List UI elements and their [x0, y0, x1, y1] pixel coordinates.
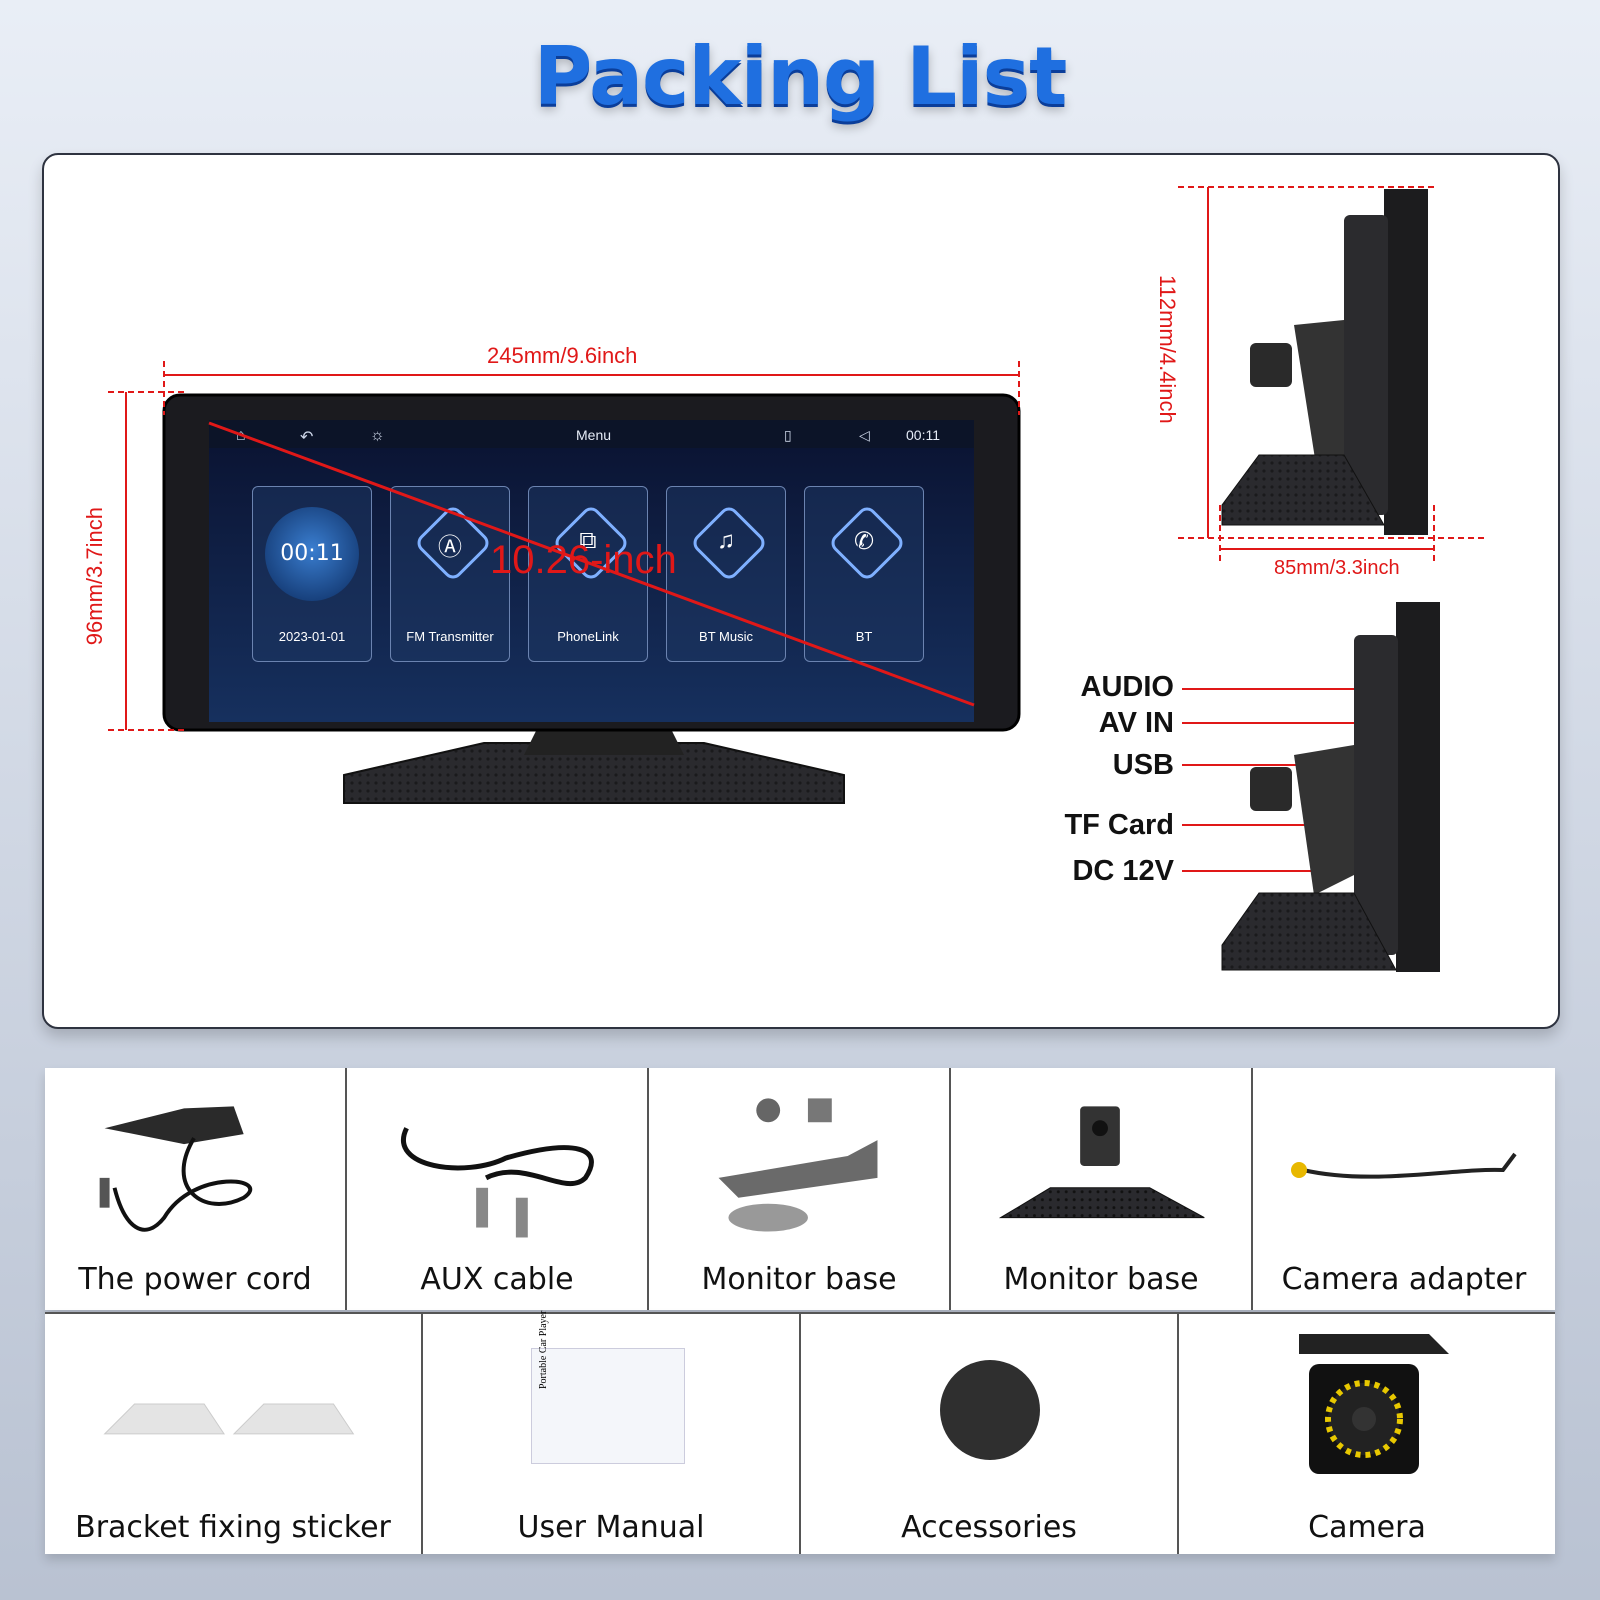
- camera-image: [1299, 1334, 1449, 1474]
- item-label: User Manual: [517, 1510, 705, 1545]
- app-tile-bt[interactable]: ✆ BT: [804, 486, 924, 662]
- dimension-lines: [108, 186, 1484, 972]
- item-label: Accessories: [901, 1510, 1077, 1545]
- bracket-sticker-image: [103, 1403, 355, 1435]
- item-label: Bracket fixing sticker: [75, 1510, 391, 1545]
- side-height-dimension: 112mm/4.4inch: [1155, 275, 1180, 424]
- sdcard-icon: ▯: [784, 427, 792, 443]
- clock-date: 2023-01-01: [278, 629, 346, 644]
- monitor-base-image: [998, 1106, 1205, 1219]
- item-label: Camera adapter: [1281, 1262, 1527, 1297]
- item-cell: Monitor base: [649, 1068, 951, 1310]
- item-label: Monitor base: [1003, 1262, 1199, 1297]
- camera-adapter-image: [1291, 1152, 1517, 1179]
- manual-cover-text: Portable Car Player: [538, 1310, 549, 1389]
- item-cell: Accessories: [801, 1314, 1179, 1554]
- item-cell: Camera: [1179, 1314, 1555, 1554]
- port-av-in: AV IN: [1098, 707, 1174, 739]
- app-label: FM Transmitter: [406, 629, 494, 644]
- item-label: Monitor base: [701, 1262, 897, 1297]
- aux-cable-image: [401, 1127, 594, 1238]
- packing-grid-row-1: The power cord AUX cable Monitor base Mo…: [45, 1068, 1555, 1310]
- back-icon[interactable]: ↶: [300, 429, 314, 446]
- port-dc-12v: DC 12V: [1072, 855, 1174, 887]
- item-cell: The power cord: [45, 1068, 347, 1310]
- brightness-icon[interactable]: ☼: [370, 427, 385, 444]
- item-cell: Bracket fixing sticker: [45, 1314, 423, 1554]
- height-dimension: 96mm/3.7inch: [82, 507, 107, 646]
- port-usb: USB: [1112, 749, 1174, 781]
- item-cell: Portable Car Player User Manual: [423, 1311, 801, 1554]
- app-tile-fm-transmitter[interactable]: Ⓐ FM Transmitter: [390, 486, 510, 662]
- suction-mount-image: [718, 1098, 878, 1232]
- diagonal-dimension: 10.26-inch: [490, 538, 677, 582]
- app-label: PhoneLink: [557, 629, 619, 644]
- item-label: AUX cable: [420, 1262, 574, 1297]
- product-panel: ⌂ ↶ ☼ Menu ▯ ◁ 00:11 00:11 2023-01-01 Ⓐ …: [42, 153, 1560, 1029]
- port-audio: AUDIO: [1080, 671, 1174, 703]
- status-time: 00:11: [906, 427, 940, 443]
- power-cord-image: [99, 1106, 253, 1232]
- item-cell: Camera adapter: [1253, 1068, 1555, 1310]
- globe-icon: [265, 507, 359, 601]
- app-tile-bt-music[interactable]: ♫ BT Music: [666, 486, 786, 662]
- app-label: BT Music: [699, 629, 753, 644]
- volume-icon[interactable]: ◁: [859, 427, 870, 443]
- item-label: Camera: [1308, 1510, 1426, 1545]
- status-title: Menu: [576, 427, 612, 443]
- app-tile-phonelink[interactable]: ⧉ PhoneLink: [528, 486, 648, 662]
- page-title: Packing List: [533, 30, 1068, 123]
- depth-dimension: 85mm/3.3inch: [1274, 557, 1400, 579]
- app-label: BT: [855, 629, 873, 644]
- item-cell: Monitor base: [951, 1068, 1253, 1310]
- accessory-disc-image: [940, 1360, 1040, 1460]
- clock-time: 00:11: [280, 541, 344, 566]
- item-cell: AUX cable: [347, 1068, 649, 1310]
- user-manual-image: Portable Car Player: [531, 1311, 685, 1464]
- item-label: The power cord: [78, 1262, 312, 1297]
- app-tile-clock[interactable]: 00:11 2023-01-01: [252, 486, 372, 662]
- packing-grid-row-2: Bracket fixing sticker Portable Car Play…: [45, 1311, 1555, 1554]
- width-dimension: 245mm/9.6inch: [487, 343, 638, 368]
- port-tf-card: TF Card: [1064, 809, 1174, 841]
